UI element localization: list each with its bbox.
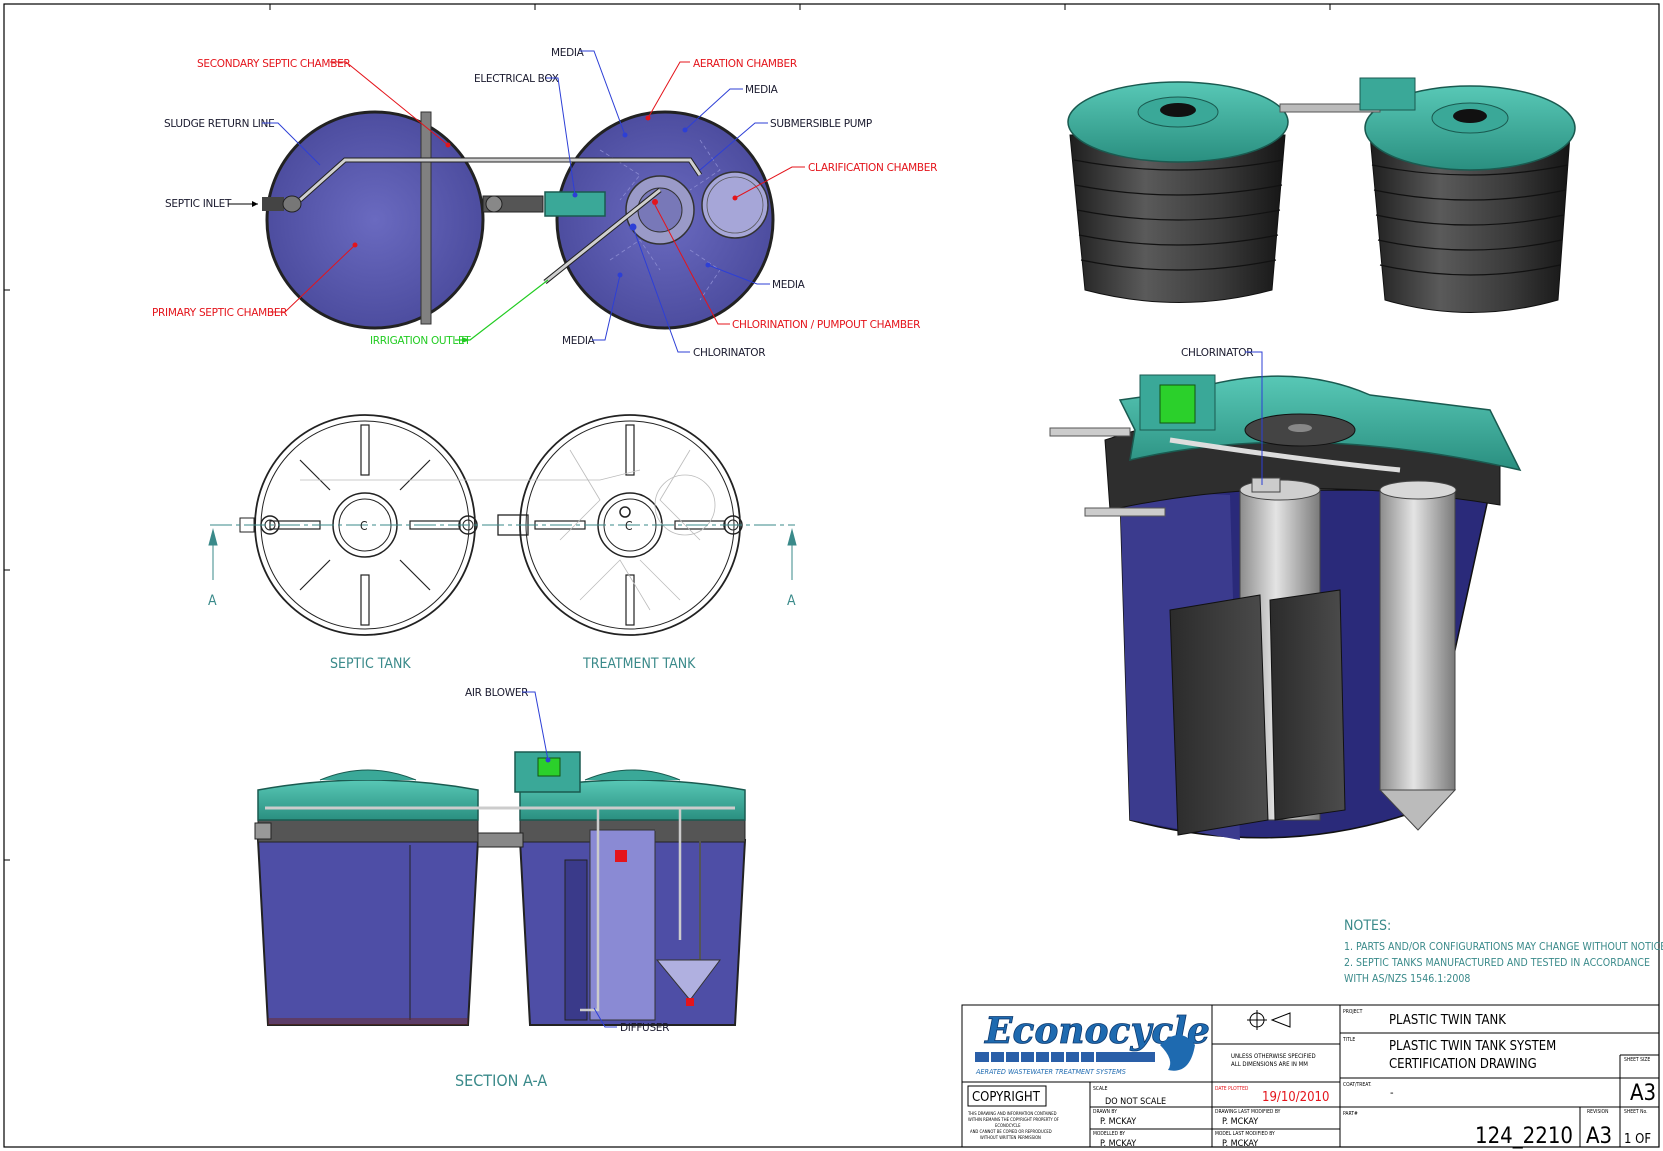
label-chlorinator-iso: CHLORINATOR [1181, 347, 1253, 359]
label-media-right-bottom: MEDIA [772, 279, 806, 291]
notes-block: NOTES: 1. PARTS AND/OR CONFIGURATIONS MA… [1344, 918, 1663, 985]
label-media-top: MEDIA [551, 47, 585, 59]
svg-text:PART#: PART# [1343, 1111, 1358, 1117]
svg-text:REVISION: REVISION [1587, 1109, 1608, 1115]
label-clarification-chamber: CLARIFICATION CHAMBER [808, 162, 937, 174]
svg-text:SCALE: SCALE [1093, 1086, 1108, 1092]
svg-text:UNLESS OTHERWISE SPECIFIED: UNLESS OTHERWISE SPECIFIED [1231, 1053, 1316, 1060]
svg-text:P. MCKAY: P. MCKAY [1100, 1117, 1136, 1127]
septic-baffle [420, 111, 432, 325]
svg-text:DO NOT SCALE: DO NOT SCALE [1105, 1097, 1166, 1107]
svg-text:WITHIN REMAINS THE COPYRIGHT P: WITHIN REMAINS THE COPYRIGHT PROPERTY OF [968, 1117, 1059, 1122]
svg-text:AND CANNOT BE COPIED OR REPROD: AND CANNOT BE COPIED OR REPRODUCED [970, 1129, 1052, 1134]
title-block [961, 1004, 1660, 1148]
svg-text:MODEL LAST MODIFIED BY: MODEL LAST MODIFIED BY [1215, 1131, 1275, 1137]
svg-text:P. MCKAY: P. MCKAY [1222, 1139, 1258, 1149]
label-chlorination-pumpout: CHLORINATION / PUMPOUT CHAMBER [732, 319, 920, 331]
plan-view-labels: SECONDARY SEPTIC CHAMBER PRIMARY SEPTIC … [152, 47, 937, 359]
svg-text:THIS DRAWING AND INFORMATION C: THIS DRAWING AND INFORMATION CONTAINED [967, 1111, 1057, 1116]
svg-text:P. MCKAY: P. MCKAY [1222, 1117, 1258, 1127]
center-mark-left: C [360, 519, 368, 533]
svg-text:ALL DIMENSIONS ARE IN MM: ALL DIMENSIONS ARE IN MM [1231, 1061, 1308, 1068]
isometric-cutaway [1049, 374, 1522, 840]
revision-value: A3 [1586, 1124, 1612, 1149]
label-media-right-top: MEDIA [745, 84, 779, 96]
svg-text:DATE PLOTTED: DATE PLOTTED [1215, 1086, 1249, 1092]
section-a-left: A [208, 593, 217, 609]
border-ticks [4, 4, 1331, 861]
label-diffuser: DIFFUSER [620, 1022, 669, 1034]
svg-text:SHEET No.: SHEET No. [1624, 1109, 1648, 1115]
plan-view-colored [262, 110, 775, 330]
label-submersible-pump: SUBMERSIBLE PUMP [770, 118, 872, 130]
sheet-number: 1 OF [1624, 1132, 1651, 1147]
label-electrical-box: ELECTRICAL BOX [474, 73, 559, 85]
part-number: 124_2210 [1475, 1124, 1573, 1149]
label-irrigation-outlet: IRRIGATION OUTLET [370, 335, 471, 347]
svg-text:PROJECT: PROJECT [1343, 1009, 1363, 1015]
svg-text:MODELLED BY: MODELLED BY [1093, 1131, 1125, 1137]
svg-text:TITLE: TITLE [1342, 1037, 1355, 1043]
svg-text:P. MCKAY: P. MCKAY [1100, 1139, 1136, 1149]
svg-text:19/10/2010: 19/10/2010 [1262, 1090, 1329, 1105]
sheet-size: A3 [1630, 1081, 1656, 1106]
label-chlorinator-plan: CHLORINATOR [693, 347, 765, 359]
project-cells: PROJECT PLASTIC TWIN TANK TITLE PLASTIC … [1342, 1009, 1656, 1149]
isometric-twin-tanks [1067, 77, 1576, 313]
projection-cell: UNLESS OTHERWISE SPECIFIED ALL DIMENSION… [1231, 1010, 1316, 1068]
svg-text:COAT/TREAT.: COAT/TREAT. [1343, 1082, 1372, 1088]
label-septic-inlet: SEPTIC INLET [165, 198, 232, 210]
notes-line-3: WITH AS/NZS 1546.1:2008 [1344, 973, 1470, 985]
notes-line-1: 1. PARTS AND/OR CONFIGURATIONS MAY CHANG… [1344, 941, 1663, 953]
brand-tagline: AERATED WASTEWATER TREATMENT SYSTEMS [975, 1067, 1126, 1076]
center-mark-right: C [625, 519, 633, 533]
label-sludge-return-line: SLUDGE RETURN LINE [164, 118, 274, 130]
caption-section-a-a: SECTION A-A [455, 1071, 547, 1090]
brand-logo: Econocycle AERATED WASTEWATER TREATMENT … [975, 1010, 1210, 1076]
label-air-blower: AIR BLOWER [465, 687, 528, 699]
meta-cells: SCALE DO NOT SCALE DRAWN BY P. MCKAY MOD… [1093, 1086, 1329, 1149]
project-name: PLASTIC TWIN TANK [1389, 1013, 1506, 1028]
svg-text:SHEET SIZE: SHEET SIZE [1624, 1057, 1650, 1063]
label-aeration-chamber: AERATION CHAMBER [693, 58, 797, 70]
svg-text:WITHOUT WRITTEN PERMISSION: WITHOUT WRITTEN PERMISSION [980, 1135, 1041, 1140]
notes-heading: NOTES: [1344, 918, 1391, 934]
svg-text:ECONOCYCLE: ECONOCYCLE [995, 1123, 1021, 1128]
svg-text:DRAWING LAST MODIFIED BY: DRAWING LAST MODIFIED BY [1215, 1109, 1281, 1115]
drawing-title-1: PLASTIC TWIN TANK SYSTEM [1389, 1039, 1556, 1054]
clarification-chamber-plan [701, 171, 769, 239]
label-media-bottom: MEDIA [562, 335, 596, 347]
section-a-right: A [787, 593, 796, 609]
notes-line-2: 2. SEPTIC TANKS MANUFACTURED AND TESTED … [1344, 957, 1650, 969]
section-a-a-view [254, 751, 747, 1026]
caption-treatment-tank: TREATMENT TANK [582, 656, 696, 672]
svg-text:DRAWN BY: DRAWN BY [1093, 1109, 1117, 1115]
svg-text:-: - [1390, 1086, 1394, 1099]
label-secondary-septic-chamber: SECONDARY SEPTIC CHAMBER [197, 58, 350, 70]
copyright-cell: COPYRIGHT THIS DRAWING AND INFORMATION C… [967, 1085, 1059, 1140]
section-line [208, 524, 797, 580]
electrical-box-plan [544, 191, 606, 217]
copyright-label: COPYRIGHT [972, 1090, 1041, 1105]
drawing-title-2: CERTIFICATION DRAWING [1389, 1057, 1537, 1072]
label-primary-septic-chamber: PRIMARY SEPTIC CHAMBER [152, 307, 287, 319]
sheet-border [3, 3, 1660, 1148]
caption-septic-tank: SEPTIC TANK [330, 656, 411, 672]
